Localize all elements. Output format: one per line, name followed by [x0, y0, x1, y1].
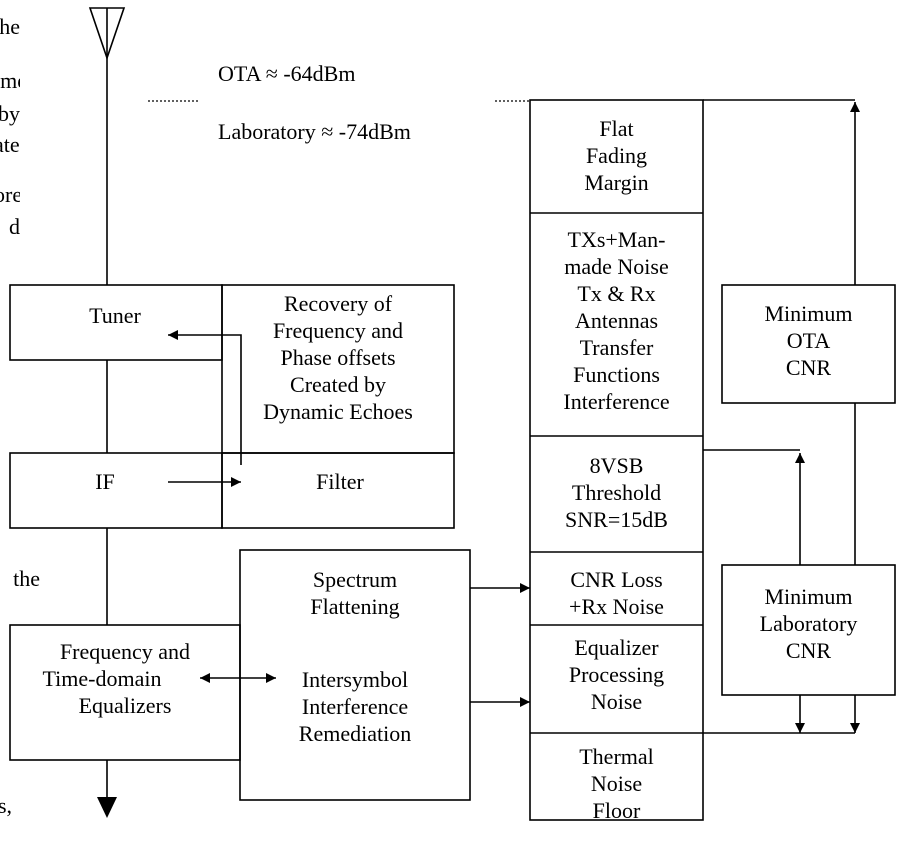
ota-level-label: OTA ≈ -64dBm: [218, 61, 356, 86]
cropped-text-2: ime,: [0, 68, 20, 93]
cropped-text-3: by: [0, 101, 20, 126]
cropped-text-6: d: [9, 214, 20, 239]
recovery-loop-arrow: [168, 330, 242, 465]
noise-stack-frame: [529, 99, 704, 821]
cropped-text-5: ore: [0, 182, 20, 207]
filter-label: Filter: [316, 469, 364, 494]
if-label: IF: [95, 469, 115, 494]
filter-box: [221, 452, 455, 529]
lab-level-label: Laboratory ≈ -74dBm: [218, 119, 411, 144]
cropped-text-8: the: [13, 566, 40, 591]
cropped-text-4: ater,: [0, 132, 20, 157]
output-arrow-icon: [97, 797, 117, 818]
min-ota-box: [721, 284, 896, 404]
min-lab-box: [721, 564, 896, 696]
equalizers-label: Frequency and Time-domain Equalizers: [42, 639, 191, 718]
cropped-text-1: he: [0, 14, 20, 39]
cnr-loss-label: CNR Loss+Rx Noise: [569, 567, 664, 619]
cropped-text-9: s,: [0, 793, 12, 818]
tuner-label: Tuner: [89, 303, 141, 328]
